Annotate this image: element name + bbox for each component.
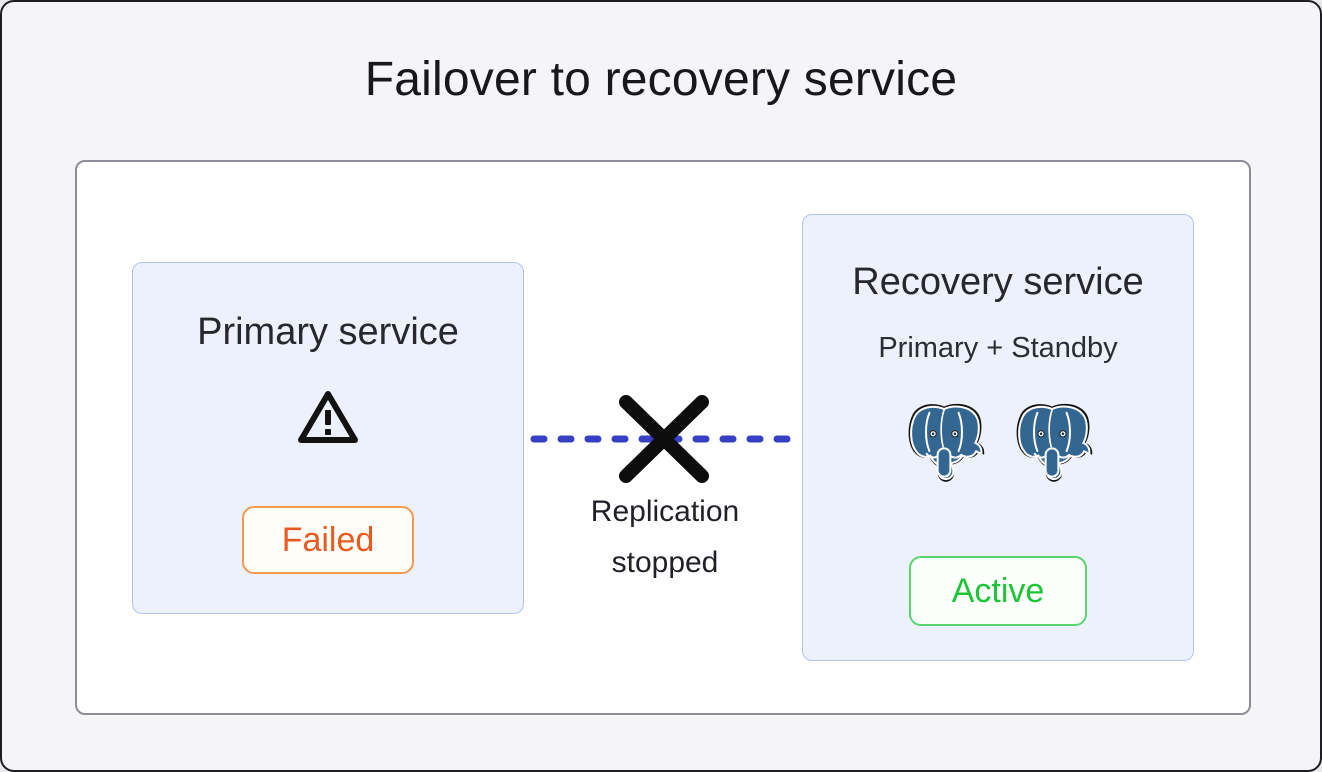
connector-label: Replication stopped [590, 495, 740, 579]
postgresql-icon [908, 403, 985, 482]
recovery-service-title: Recovery service [852, 261, 1144, 303]
recovery-service-box: Recovery service Primary + Standby [802, 214, 1194, 661]
page-title: Failover to recovery service [364, 53, 958, 106]
x-cross-icon [619, 395, 709, 483]
database-icons-row [803, 401, 1193, 483]
replication-connector [530, 395, 806, 483]
primary-service-title: Primary service [197, 311, 459, 353]
warning-triangle-icon [133, 386, 523, 453]
failed-status-badge: Failed [242, 506, 414, 574]
recovery-service-subtitle: Primary + Standby [878, 332, 1118, 364]
active-status-badge: Active [909, 556, 1087, 626]
postgresql-icon [1016, 403, 1093, 482]
primary-service-box: Primary service Failed [132, 262, 524, 614]
